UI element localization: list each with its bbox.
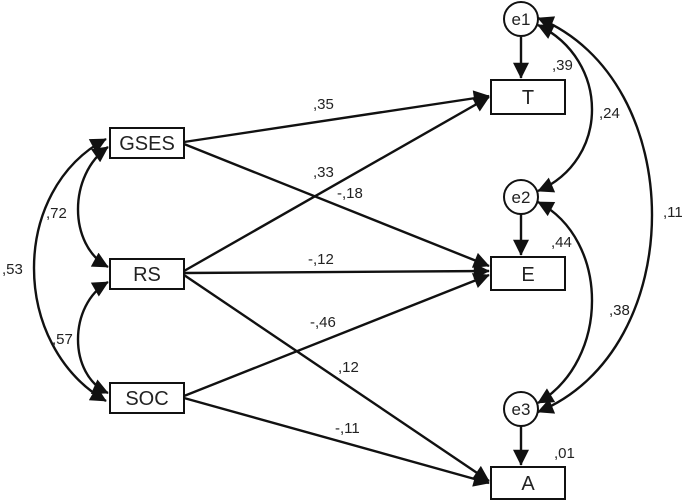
corr-gses-rs-curve — [76, 146, 109, 269]
r2-a: ,01 — [554, 445, 575, 462]
corr-e2-e3-curve — [537, 200, 594, 405]
coef-rs-e: -,12 — [308, 251, 334, 268]
path-gses-e-arrow — [183, 142, 490, 268]
path-rs-a-arrow — [183, 274, 490, 482]
node-e: E — [490, 256, 566, 291]
node-t-label: T — [522, 87, 534, 109]
node-a: A — [490, 466, 566, 500]
r2-t: ,39 — [552, 57, 573, 74]
corr-rs-soc-curve — [76, 280, 109, 395]
coef-rs-t: ,33 — [313, 164, 334, 181]
path-soc-a-arrow — [183, 396, 490, 487]
corr-gses-rs: ,72 — [46, 205, 67, 222]
corr-e1-e3-curve — [537, 16, 654, 414]
coef-rs-a: ,12 — [338, 359, 359, 376]
path-soc-e-arrow — [183, 273, 490, 398]
path-rs-e-arrow — [183, 263, 490, 280]
node-a-label: A — [521, 473, 535, 495]
corr-e1-e3: ,11 — [663, 204, 683, 221]
corr-gses-soc: ,53 — [2, 261, 23, 278]
coef-soc-a: -,11 — [335, 420, 360, 437]
error-e3-label: e3 — [512, 400, 531, 419]
path-rs-t-arrow — [183, 95, 490, 273]
node-soc: SOC — [109, 382, 185, 414]
node-rs-label: RS — [133, 264, 161, 286]
corr-rs-soc: ,57 — [52, 331, 73, 348]
node-rs: RS — [109, 258, 185, 290]
error-e2: e2 — [503, 179, 539, 215]
error-e1-label: e1 — [512, 10, 531, 29]
corr-e1-e2: ,24 — [599, 105, 620, 122]
error-e3: e3 — [503, 391, 539, 427]
path-gses-t-arrow — [183, 90, 490, 144]
r2-e: ,44 — [551, 234, 572, 251]
corr-e2-e3: ,38 — [609, 302, 630, 319]
error-e1: e1 — [503, 1, 539, 37]
coef-gses-t: ,35 — [313, 96, 334, 113]
corr-gses-soc-curve — [32, 137, 107, 403]
node-gses: GSES — [109, 127, 185, 159]
node-gses-label: GSES — [119, 133, 175, 155]
error-e2-label: e2 — [512, 188, 531, 207]
coef-soc-e: -,46 — [310, 314, 336, 331]
coef-gses-e: -,18 — [337, 185, 363, 202]
node-t: T — [490, 79, 566, 115]
node-e-label: E — [521, 264, 534, 286]
node-soc-label: SOC — [125, 388, 168, 410]
corr-e1-e2-curve — [537, 23, 594, 193]
